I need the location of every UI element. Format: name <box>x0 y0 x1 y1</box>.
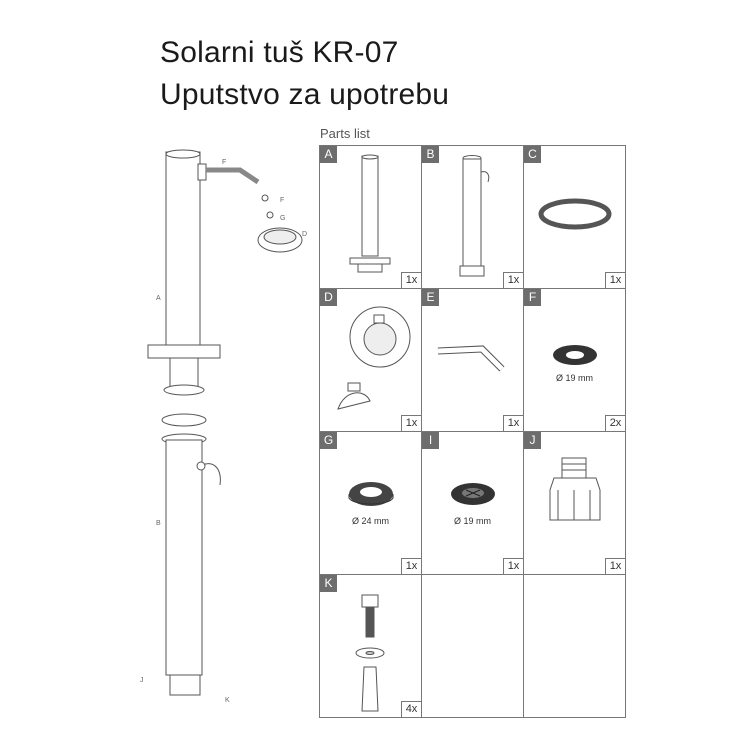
washer-g <box>266 211 274 219</box>
part-cell-k: K 4x <box>320 575 422 718</box>
hose-connector-icon <box>549 457 601 521</box>
shower-arm-icon <box>437 345 505 372</box>
pipe-a <box>165 151 201 353</box>
part-cell-empty <box>524 575 626 718</box>
part-cell-empty <box>422 575 524 718</box>
pipe-a-collar <box>147 344 221 359</box>
part-letter: F <box>524 289 541 306</box>
title-product: Solarni tuš KR-07 <box>160 36 399 69</box>
parts-list-caption: Parts list <box>320 126 370 141</box>
tap-knob <box>196 461 206 471</box>
part-dimension: Ø 24 mm <box>351 516 389 526</box>
shower-head-face <box>263 229 297 245</box>
assembly-label-j: J <box>140 677 144 684</box>
title-subtitle: Uputstvo za upotrebu <box>160 78 450 111</box>
gasket-ring-icon <box>538 198 612 230</box>
part-cell-b: B 1x <box>422 146 524 289</box>
part-cell-g: G Ø 24 mm 1x <box>320 432 422 575</box>
part-qty: 1x <box>401 558 421 574</box>
washer-f <box>261 194 269 202</box>
part-letter: J <box>524 432 541 449</box>
bolt-washer-anchor-icon <box>355 594 385 712</box>
part-letter: A <box>320 146 337 163</box>
pipe-b <box>165 439 203 676</box>
pipe-a-top <box>165 149 201 159</box>
part-letter: B <box>422 146 439 163</box>
part-qty: 1x <box>503 415 523 431</box>
gasket-c <box>161 413 207 427</box>
part-letter: C <box>524 146 541 163</box>
part-qty: 1x <box>401 415 421 431</box>
pipe-b-base <box>169 674 201 696</box>
pipe-upper-section-icon <box>349 154 391 273</box>
part-cell-a: A 1x <box>320 146 422 289</box>
part-qty: 1x <box>503 272 523 288</box>
assembly-label-f2: F <box>280 197 284 204</box>
part-qty: 1x <box>605 558 625 574</box>
assembly-label-b: B <box>156 520 161 527</box>
assembly-diagram: A B D F F G J K <box>140 149 307 704</box>
shower-head-icon <box>337 306 411 410</box>
part-qty: 2x <box>605 415 625 431</box>
part-cell-j: J 1x <box>524 432 626 575</box>
pipe-a-outlet <box>197 163 207 181</box>
shower-arm-e <box>206 167 260 185</box>
parts-list-grid: A 1x B 1x C 1x <box>319 145 626 718</box>
assembly-label-d: D <box>302 231 307 238</box>
part-cell-c: C 1x <box>524 146 626 289</box>
part-cell-d: D 1x <box>320 289 422 432</box>
washer-icon <box>348 482 394 506</box>
washer-icon <box>553 345 597 365</box>
assembly-label-k: K <box>225 697 230 704</box>
part-letter: G <box>320 432 337 449</box>
part-qty: 1x <box>503 558 523 574</box>
filter-washer-icon <box>451 483 495 505</box>
part-dimension: Ø 19 mm <box>555 373 593 383</box>
assembly-label-g: G <box>280 215 285 222</box>
part-letter: K <box>320 575 337 592</box>
pipe-a-bottom <box>163 384 205 396</box>
pipe-lower-section-with-tap-icon <box>459 155 490 277</box>
assembly-label-f: F <box>222 159 226 166</box>
part-cell-i: I Ø 19 mm 1x <box>422 432 524 575</box>
part-letter: I <box>422 432 439 449</box>
part-dimension: Ø 19 mm <box>453 516 491 526</box>
part-letter: E <box>422 289 439 306</box>
part-cell-e: E 1x <box>422 289 524 432</box>
assembly-label-a: A <box>156 295 161 302</box>
part-qty: 1x <box>401 272 421 288</box>
pipe-a-base <box>169 357 199 389</box>
part-qty: 4x <box>401 701 421 717</box>
part-qty: 1x <box>605 272 625 288</box>
part-cell-f: F Ø 19 mm 2x <box>524 289 626 432</box>
part-letter: D <box>320 289 337 306</box>
